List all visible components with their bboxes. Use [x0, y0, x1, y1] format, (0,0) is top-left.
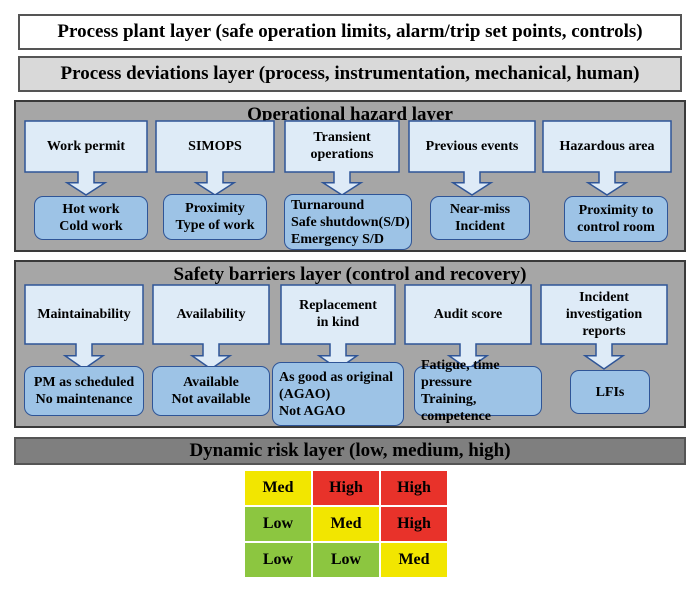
barrier-callout-shape [540, 284, 668, 370]
operational-callout: Transient operations [284, 120, 400, 196]
operational-callout-shape [408, 120, 536, 196]
operational-callout-label: Transient operations [310, 130, 374, 162]
risk-cell: Med [380, 542, 448, 578]
operational-callout-label: SIMOPS [188, 138, 242, 154]
operational-callout-arrow [155, 120, 275, 196]
barrier-callout-arrow [24, 284, 144, 370]
barrier-box: Fatigue, time pressure Training, compete… [414, 358, 542, 424]
risk-cell: Med [312, 506, 380, 542]
risk-cell: Low [244, 506, 312, 542]
operational-box: Proximity to control room [564, 196, 668, 242]
operational-callout-arrow [284, 120, 400, 196]
process-plant-layer: Process plant layer (safe operation limi… [18, 14, 682, 50]
operational-callout-label: Work permit [46, 138, 126, 154]
barrier-callout-label: Incident investigation reports [565, 289, 643, 339]
barrier-callout-arrow [540, 284, 668, 370]
process-deviations-layer: Process deviations layer (process, instr… [18, 56, 682, 92]
operational-box: Hot work Cold work [34, 196, 148, 240]
operational-callout-arrow [542, 120, 672, 196]
operational-callout-label: Previous events [425, 138, 519, 154]
process-plant-layer-label: Process plant layer (safe operation limi… [57, 21, 643, 42]
barrier-callout: Availability [152, 284, 270, 370]
barrier-callout-label: Audit score [433, 306, 503, 322]
barrier-callout-shape [404, 284, 532, 370]
barrier-callout-shape [24, 284, 144, 370]
risk-cell: High [380, 506, 448, 542]
operational-box: Turnaround Safe shutdown(S/D) Emergency … [284, 194, 412, 250]
operational-callout-shape [284, 120, 400, 196]
barrier-callout: Incident investigation reports [540, 284, 668, 370]
risk-cell: Low [312, 542, 380, 578]
operational-callout: Work permit [24, 120, 148, 196]
barrier-callout-shape [152, 284, 270, 370]
operational-hazard-layer-title: Operational hazard layer [247, 104, 453, 125]
process-deviations-layer-label: Process deviations layer (process, instr… [60, 63, 640, 84]
operational-callout: Hazardous area [542, 120, 672, 196]
barrier-callout-label: Replacement in kind [299, 298, 377, 330]
dynamic-risk-layer-label: Dynamic risk layer (low, medium, high) [189, 440, 511, 461]
operational-callout-arrow [408, 120, 536, 196]
operational-callout-shape [24, 120, 148, 196]
safety-barriers-layer-title: Safety barriers layer (control and recov… [173, 264, 527, 285]
operational-callout-arrow [24, 120, 148, 196]
barrier-callout: Replacement in kind [280, 284, 396, 370]
barrier-callout-label: Availability [176, 306, 246, 322]
barrier-box: LFIs [570, 370, 650, 414]
dynamic-risk-layer: Dynamic risk layer (low, medium, high) [14, 437, 686, 465]
barrier-callout-label: Maintainability [37, 306, 131, 322]
barrier-callout-arrow [404, 284, 532, 370]
operational-box: Proximity Type of work [163, 194, 267, 240]
barrier-callout: Maintainability [24, 284, 144, 370]
barrier-box: Available Not available [152, 366, 270, 416]
operational-callout: SIMOPS [155, 120, 275, 196]
operational-box: Near-miss Incident [430, 196, 530, 240]
barrier-box: As good as original (AGAO) Not AGAO [272, 362, 404, 426]
barrier-callout-arrow [152, 284, 270, 370]
operational-callout-shape [155, 120, 275, 196]
risk-cell: Low [244, 542, 312, 578]
barrier-callout: Audit score [404, 284, 532, 370]
operational-callout: Previous events [408, 120, 536, 196]
risk-cell: High [380, 470, 448, 506]
barrier-box: PM as scheduled No maintenance [24, 366, 144, 416]
operational-callout-shape [542, 120, 672, 196]
risk-cell: Med [244, 470, 312, 506]
risk-cell: High [312, 470, 380, 506]
operational-callout-label: Hazardous area [559, 138, 655, 154]
